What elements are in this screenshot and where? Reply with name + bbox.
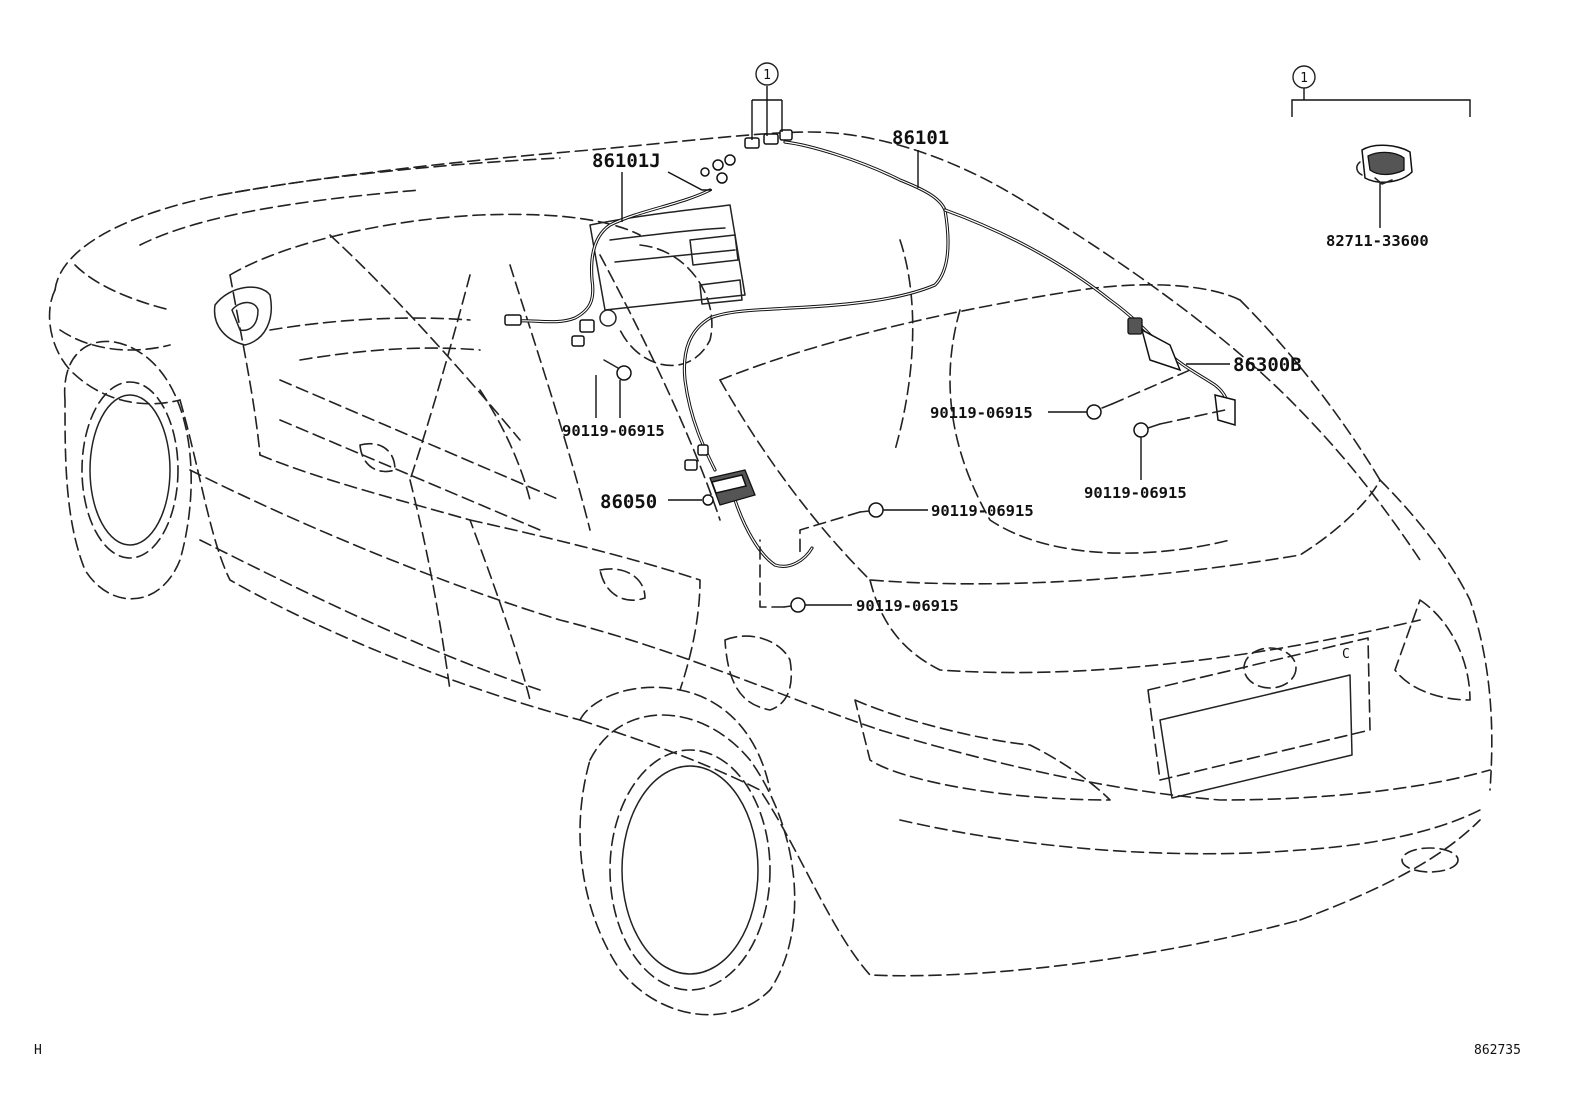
part-label-86101: 86101 — [892, 127, 949, 149]
part-label-86050: 86050 — [600, 491, 657, 513]
car-body-outline — [48, 131, 1493, 1016]
inset-bracket — [1291, 88, 1471, 117]
part-label-86101j: 86101J — [592, 150, 661, 172]
leader-lines — [595, 86, 1381, 606]
part-label-screw: 90119-06915 — [931, 502, 1034, 520]
part-label-82711: 82711-33600 — [1326, 232, 1429, 250]
clip-82711-icon — [1356, 144, 1413, 185]
part-label-screw: 90119-06915 — [1084, 484, 1187, 502]
svg-text:1: 1 — [1300, 71, 1308, 86]
front-wheel — [63, 340, 192, 600]
ref-marker-inset: 1 — [1292, 65, 1316, 89]
part-label-screw: 90119-06915 — [856, 597, 959, 615]
callout-labels: 86101 86101J 86300B 86050 90119-06915 90… — [562, 127, 1429, 615]
rear-wheel — [579, 714, 796, 1016]
screw-icon — [1086, 403, 1113, 420]
connector-86101j — [504, 314, 709, 471]
wire-harness-86101 — [708, 140, 1167, 352]
diagram-id: 862735 — [1474, 1043, 1521, 1058]
part-label-screw: 90119-06915 — [562, 422, 665, 440]
plate-letter: C — [1342, 647, 1350, 662]
part-label-86300b: 86300B — [1233, 354, 1302, 376]
screw-icon — [859, 502, 884, 518]
screw-icon — [1133, 422, 1161, 438]
amplifier-86300b — [1127, 317, 1236, 427]
clip-cluster-top — [700, 129, 793, 184]
svg-text:1: 1 — [763, 68, 771, 83]
screw-icon — [603, 359, 632, 381]
footer-left-code: H — [34, 1043, 42, 1058]
screw-icon — [783, 597, 806, 613]
part-label-screw: 90119-06915 — [930, 404, 1033, 422]
wire-harness-86101j — [508, 188, 814, 568]
module-86050 — [702, 469, 756, 506]
ref-marker-top: 1 — [755, 62, 779, 86]
